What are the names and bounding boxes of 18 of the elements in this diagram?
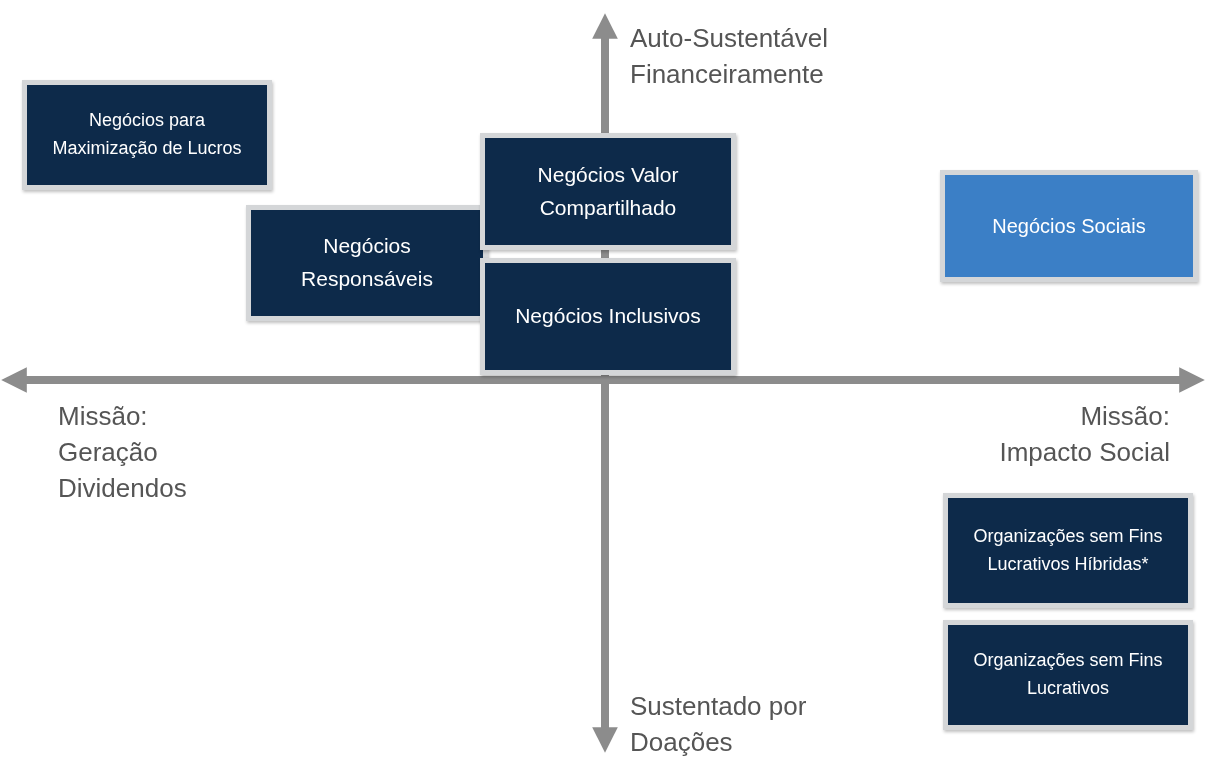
axis-label: Sustentado por Doações [630, 690, 808, 759]
axis-label: Missão: Geração Dividendos [58, 400, 188, 505]
category-box [943, 620, 1193, 730]
box-label: Negócios Responsáveis [300, 233, 434, 292]
box-label: Negócios para Maximização de Lucros [51, 109, 243, 160]
box-label: Organizações sem Fins Lucrativos [972, 649, 1164, 700]
category-box [246, 205, 488, 321]
axis-label: Missão: Impacto Social [998, 400, 1170, 469]
category-box [22, 80, 272, 190]
category-box [480, 258, 736, 375]
box-label: Negócios Valor Compartilhado [536, 161, 680, 221]
box-label: Negócios Sociais [992, 213, 1146, 239]
box-label: Organizações sem Fins Lucrativos Híbridas* [972, 524, 1164, 576]
axis-label: Auto-Sustentável Financeiramente [630, 22, 829, 91]
box-label: Negócios Inclusivos [515, 303, 701, 330]
category-box [943, 493, 1193, 608]
category-box [480, 133, 736, 250]
category-box [940, 170, 1198, 282]
